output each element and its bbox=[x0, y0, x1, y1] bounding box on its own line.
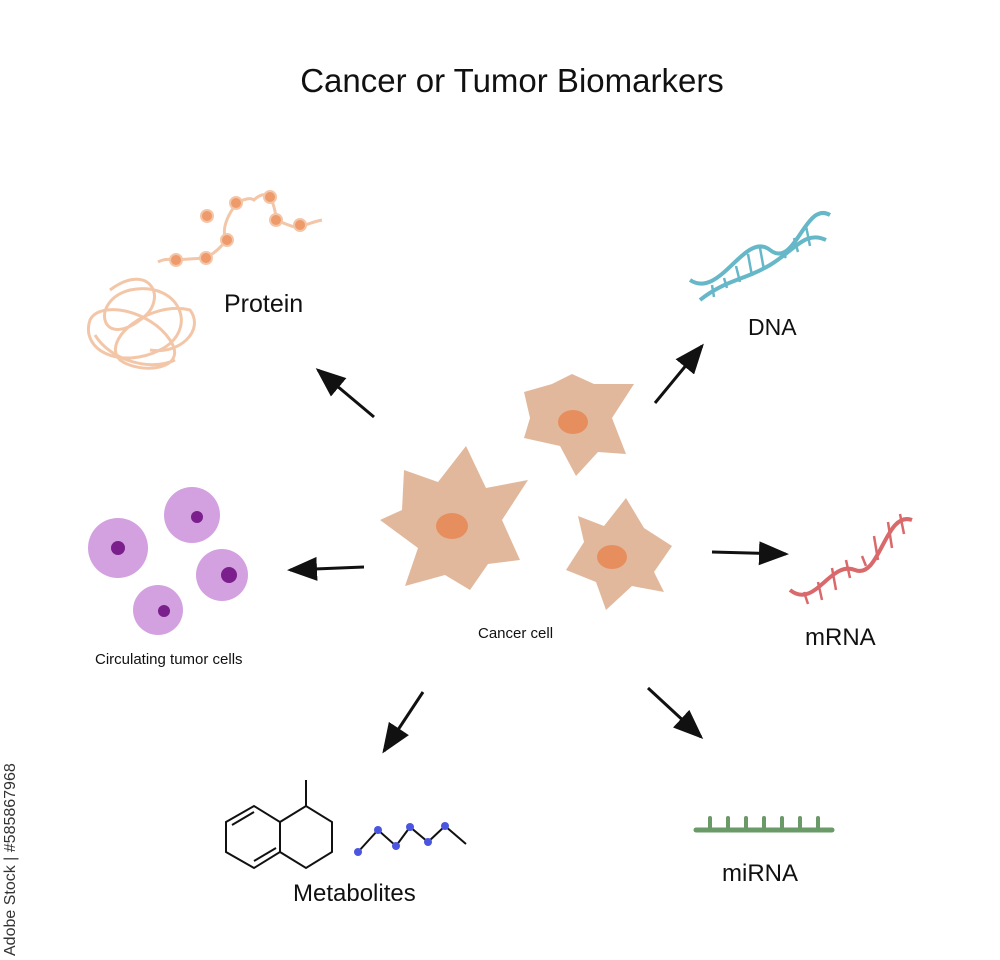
cancer-cell-nucleus bbox=[436, 513, 468, 539]
label-metabolites: Metabolites bbox=[293, 880, 416, 907]
metabolites-illustration bbox=[225, 780, 467, 870]
stock-watermark: Adobe Stock | #585867968 bbox=[2, 763, 19, 956]
label-dna: DNA bbox=[748, 314, 797, 340]
arrow-to-metabolites bbox=[382, 691, 425, 754]
arrow-to-mrna bbox=[711, 541, 789, 566]
label-circulating-tumor-cells: Circulating tumor cells bbox=[95, 651, 243, 668]
label-mirna: miRNA bbox=[722, 860, 798, 887]
cancer-cell-nucleus bbox=[597, 545, 627, 569]
arrow-to-dna bbox=[653, 343, 704, 404]
label-mrna: mRNA bbox=[805, 624, 876, 651]
label-protein: Protein bbox=[224, 290, 304, 318]
protein-illustration bbox=[87, 190, 323, 370]
cancer-cell-nucleus bbox=[558, 410, 588, 434]
cancer-cell-group bbox=[380, 374, 672, 610]
arrow-to-mirna bbox=[646, 686, 704, 740]
protein-tangle bbox=[87, 277, 196, 370]
dna-illustration bbox=[688, 210, 832, 302]
mrna-illustration bbox=[788, 513, 913, 605]
mirna-illustration bbox=[693, 816, 835, 833]
arrow-to-protein bbox=[315, 368, 375, 419]
page-title: Cancer or Tumor Biomarkers bbox=[300, 62, 724, 99]
circulating-tumor-cells bbox=[88, 487, 248, 635]
label-cancer-cell: Cancer cell bbox=[478, 625, 554, 642]
arrow-to-ctc bbox=[287, 556, 365, 581]
arrows bbox=[287, 343, 789, 754]
